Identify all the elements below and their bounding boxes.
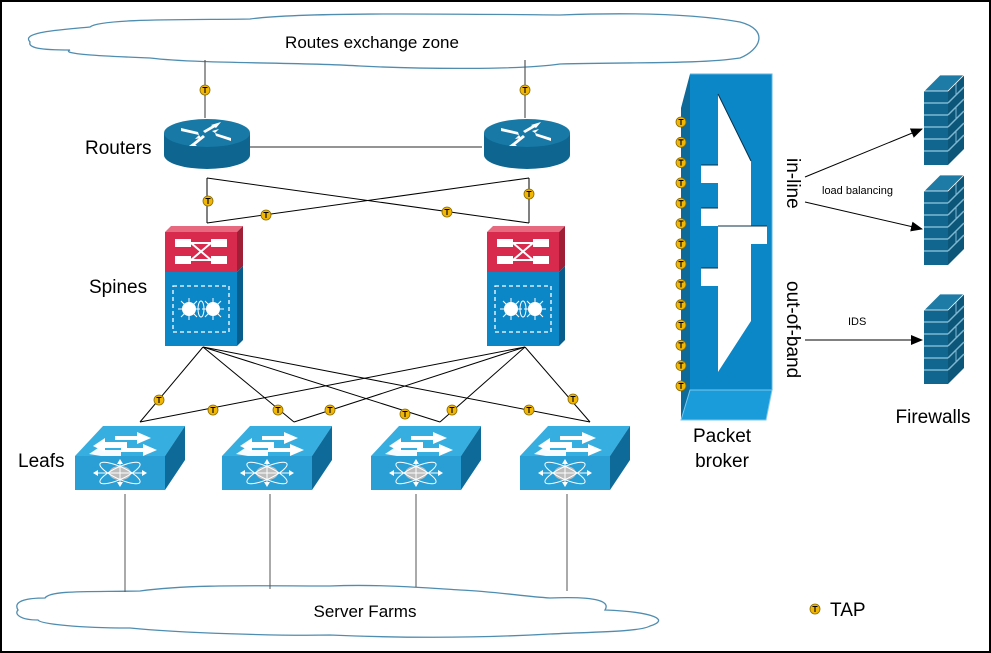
broker-tap-icon[interactable] — [675, 360, 687, 372]
leaf-server-links — [124, 494, 568, 592]
leaf-2-icon[interactable] — [221, 425, 333, 491]
tap-icon[interactable] — [399, 408, 411, 420]
cloud-top-label: Routes exchange zone — [285, 33, 459, 52]
broker-tap-icon[interactable] — [675, 238, 687, 250]
router-uplinks — [204, 60, 526, 148]
tap-icon[interactable] — [153, 394, 165, 406]
cloud-routes-exchange-zone — [27, 13, 760, 70]
spine-leaf-links — [139, 346, 591, 423]
inline-mode-label: in-line — [782, 158, 803, 209]
tap-icon[interactable] — [519, 84, 531, 96]
spine-1-icon[interactable] — [164, 225, 244, 347]
tap-icon[interactable] — [441, 206, 453, 218]
broker-tap-icon[interactable] — [675, 157, 687, 169]
legend-tap-icon — [809, 603, 821, 615]
legend-tap-label: TAP — [830, 600, 866, 621]
tap-icon[interactable] — [202, 195, 214, 207]
ids-label: IDS — [848, 316, 866, 328]
firewall-1-icon[interactable] — [923, 74, 965, 166]
broker-tap-icon[interactable] — [675, 197, 687, 209]
tap-icon[interactable] — [567, 393, 579, 405]
leaf-1-icon[interactable] — [74, 425, 186, 491]
broker-tap-icon[interactable] — [675, 116, 687, 128]
leafs-label: Leafs — [18, 451, 64, 472]
tap-icon[interactable] — [260, 209, 272, 221]
routers-label: Routers — [85, 138, 152, 159]
tap-icon[interactable] — [446, 404, 458, 416]
broker-tap-icon[interactable] — [675, 380, 687, 392]
cloud-bottom-label: Server Farms — [314, 602, 417, 621]
leaf-3-icon[interactable] — [370, 425, 482, 491]
cloud-server-farms — [16, 584, 660, 638]
broker-tap-icon[interactable] — [675, 177, 687, 189]
broker-tap-icon[interactable] — [675, 319, 687, 331]
packet-broker-label-line1: Packet — [693, 426, 752, 447]
tap-icon[interactable] — [199, 84, 211, 96]
tap-icon[interactable] — [523, 404, 535, 416]
tap-icon[interactable] — [272, 404, 284, 416]
load-balancing-label: load balancing — [822, 185, 893, 197]
firewall-2-icon[interactable] — [923, 174, 965, 266]
broker-tap-icon[interactable] — [675, 339, 687, 351]
broker-tap-icon[interactable] — [675, 258, 687, 270]
broker-tap-icon[interactable] — [675, 299, 687, 311]
router-spine-links — [206, 177, 530, 224]
packet-broker-label-line2: broker — [695, 451, 750, 472]
spine-2-icon[interactable] — [486, 225, 566, 347]
inline-arrow-2 — [804, 201, 923, 232]
packet-broker-icon[interactable] — [680, 73, 773, 421]
tap-icon[interactable] — [324, 404, 336, 416]
inline-arrow-1 — [804, 128, 923, 178]
leaf-4-icon[interactable] — [519, 425, 631, 491]
broker-tap-icon[interactable] — [675, 278, 687, 290]
tap-icon[interactable] — [207, 404, 219, 416]
broker-tap-icon[interactable] — [675, 136, 687, 148]
router-1-icon[interactable] — [164, 119, 250, 169]
router-2-icon[interactable] — [484, 119, 570, 169]
firewalls-label: Firewalls — [896, 407, 971, 428]
spines-label: Spines — [89, 277, 147, 298]
legend: TAP — [809, 600, 866, 621]
broker-tap-icon[interactable] — [675, 217, 687, 230]
tap-icon[interactable] — [523, 188, 535, 200]
firewall-3-icon[interactable] — [923, 293, 965, 385]
out-of-band-mode-label: out-of-band — [782, 281, 803, 378]
